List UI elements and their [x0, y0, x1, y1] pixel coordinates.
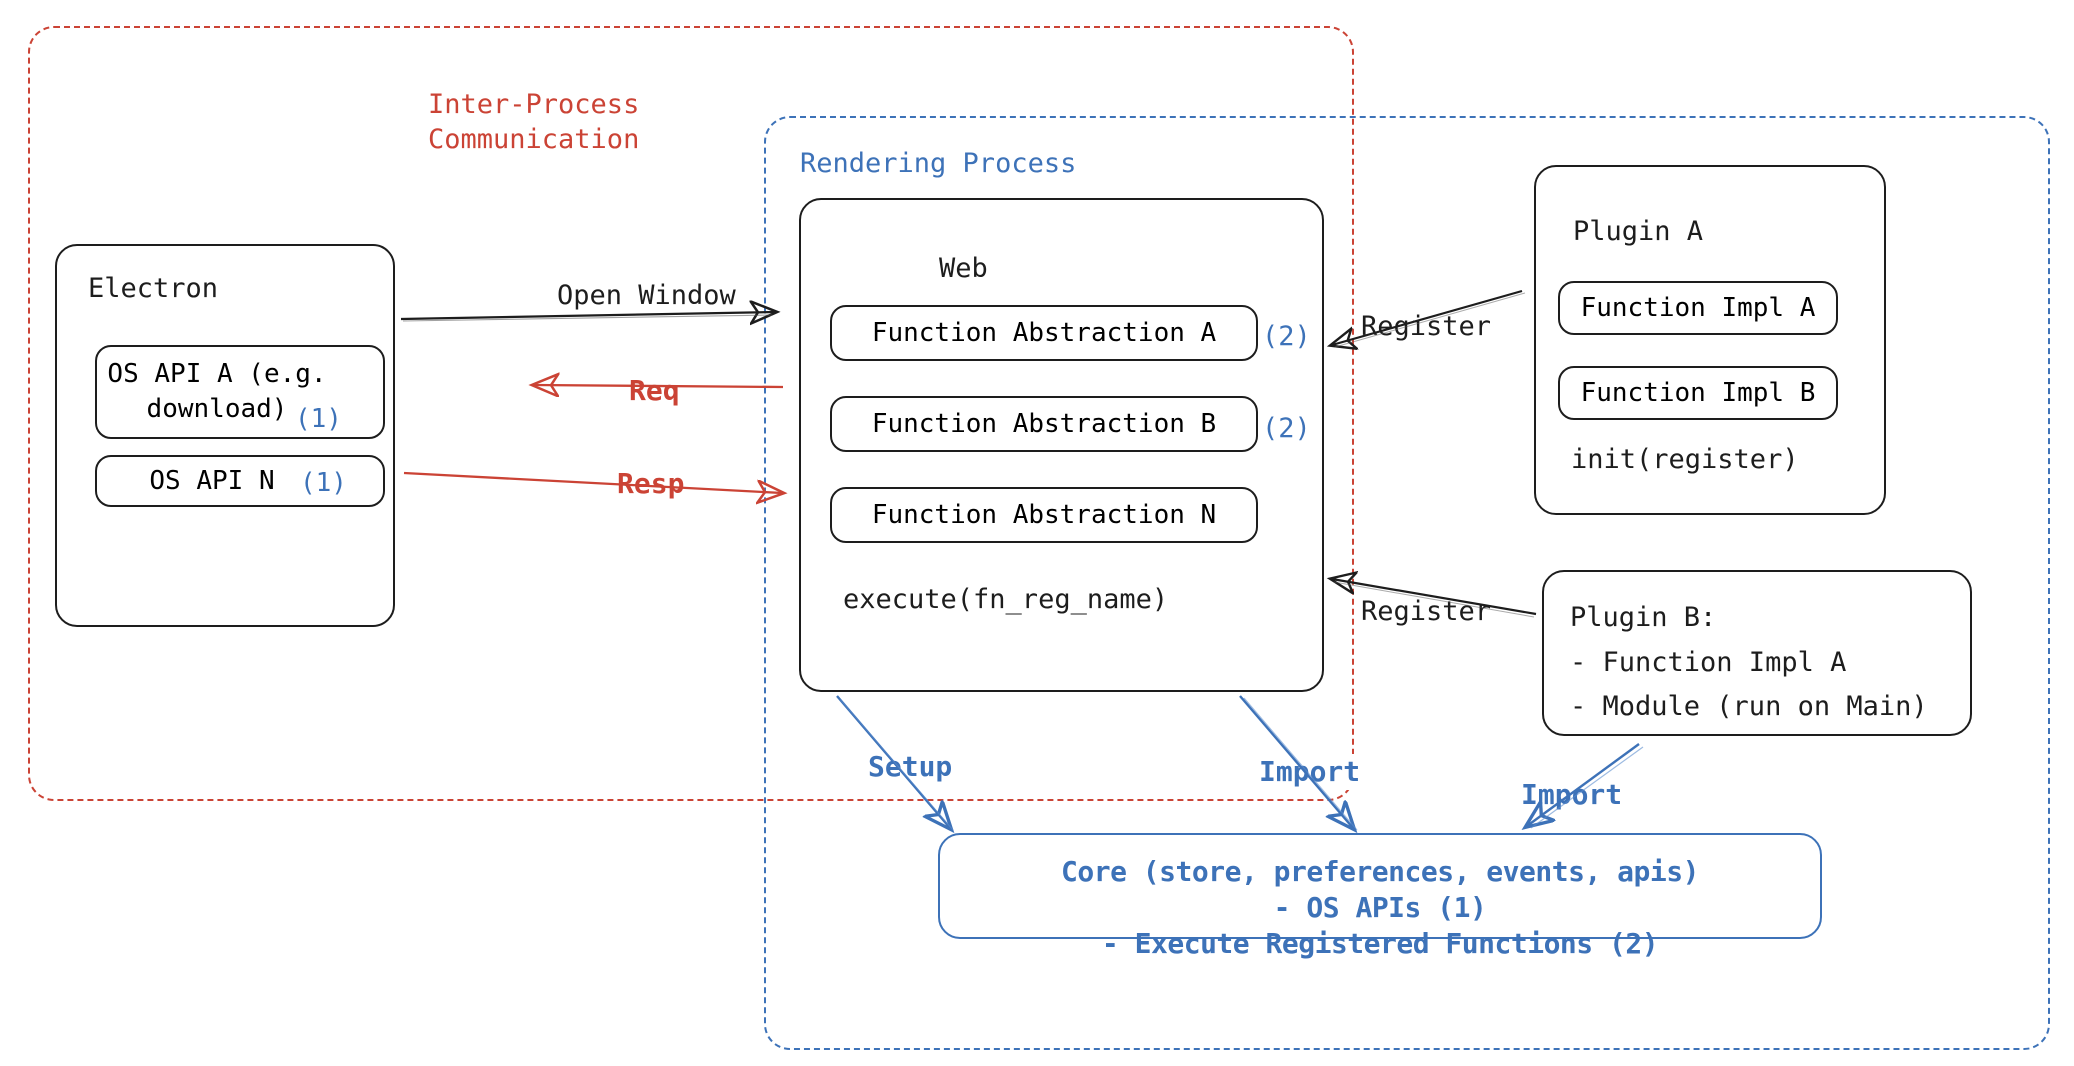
function-abstraction-b-box[interactable]: Function Abstraction B — [830, 396, 1258, 452]
os-api-n-box[interactable]: OS API N — [95, 455, 385, 507]
function-abstraction-b-label: Function Abstraction B — [871, 409, 1217, 439]
web-execute-label: execute(fn_reg_name) — [843, 584, 1169, 615]
electron-title: Electron — [88, 273, 219, 304]
os-api-n-label: OS API N — [149, 466, 275, 496]
function-abstraction-n-label: Function Abstraction N — [871, 500, 1217, 530]
core-line-1: Core (store, preferences, events, apis) — [1061, 855, 1699, 888]
function-abstraction-a-label: Function Abstraction A — [871, 318, 1217, 348]
os-api-a-box[interactable]: OS API A (e.g. download) — [95, 345, 385, 439]
function-abstraction-a-box[interactable]: Function Abstraction A — [830, 305, 1258, 361]
ipc-container — [28, 26, 1354, 801]
core-line-2: - OS APIs (1) — [1273, 891, 1487, 924]
edge-label-register-a: Register — [1361, 311, 1492, 342]
edge-label-register-b: Register — [1361, 596, 1492, 627]
function-abstraction-b-badge: (2) — [1262, 413, 1311, 444]
edge-label-resp: Resp — [612, 466, 690, 502]
plugin-a-init-label: init(register) — [1571, 444, 1799, 475]
web-box[interactable] — [799, 198, 1324, 692]
core-line-3: - Execute Registered Functions (2) — [1101, 927, 1659, 960]
os-api-n-badge: (1) — [300, 468, 347, 498]
os-api-a-badge: (1) — [295, 404, 342, 434]
edge-label-setup: Setup — [864, 749, 957, 785]
rendering-process-label: Rendering Process — [800, 148, 1077, 179]
edge-label-open-window: Open Window — [557, 280, 736, 311]
core-box[interactable] — [938, 833, 1822, 939]
plugin-a-impl-b-box[interactable]: Function Impl B — [1558, 366, 1838, 420]
rendering-process-container — [764, 116, 2050, 1050]
electron-box[interactable] — [55, 244, 395, 627]
plugin-a-title: Plugin A — [1573, 216, 1704, 247]
web-title: Web — [939, 253, 988, 284]
plugin-a-impl-a-label: Function Impl A — [1580, 293, 1816, 323]
os-api-a-label: OS API A (e.g. download) — [107, 359, 327, 424]
plugin-b-line-1: - Function Impl A — [1570, 647, 1847, 678]
function-abstraction-a-badge: (2) — [1262, 321, 1311, 352]
plugin-b-title: Plugin B: — [1570, 602, 1717, 633]
function-abstraction-n-box[interactable]: Function Abstraction N — [830, 487, 1258, 543]
edge-label-import-plugin-b: Import — [1517, 777, 1627, 813]
plugin-b-line-2: - Module (run on Main) — [1570, 691, 1928, 722]
plugin-a-impl-a-box[interactable]: Function Impl A — [1558, 281, 1838, 335]
plugin-a-box[interactable] — [1534, 165, 1886, 515]
edge-label-req: Req — [624, 373, 685, 409]
plugin-b-box[interactable] — [1542, 570, 1972, 736]
edge-label-import-web: Import — [1255, 754, 1365, 790]
ipc-label: Inter-Process Communication — [428, 89, 640, 155]
plugin-a-impl-b-label: Function Impl B — [1580, 378, 1816, 408]
